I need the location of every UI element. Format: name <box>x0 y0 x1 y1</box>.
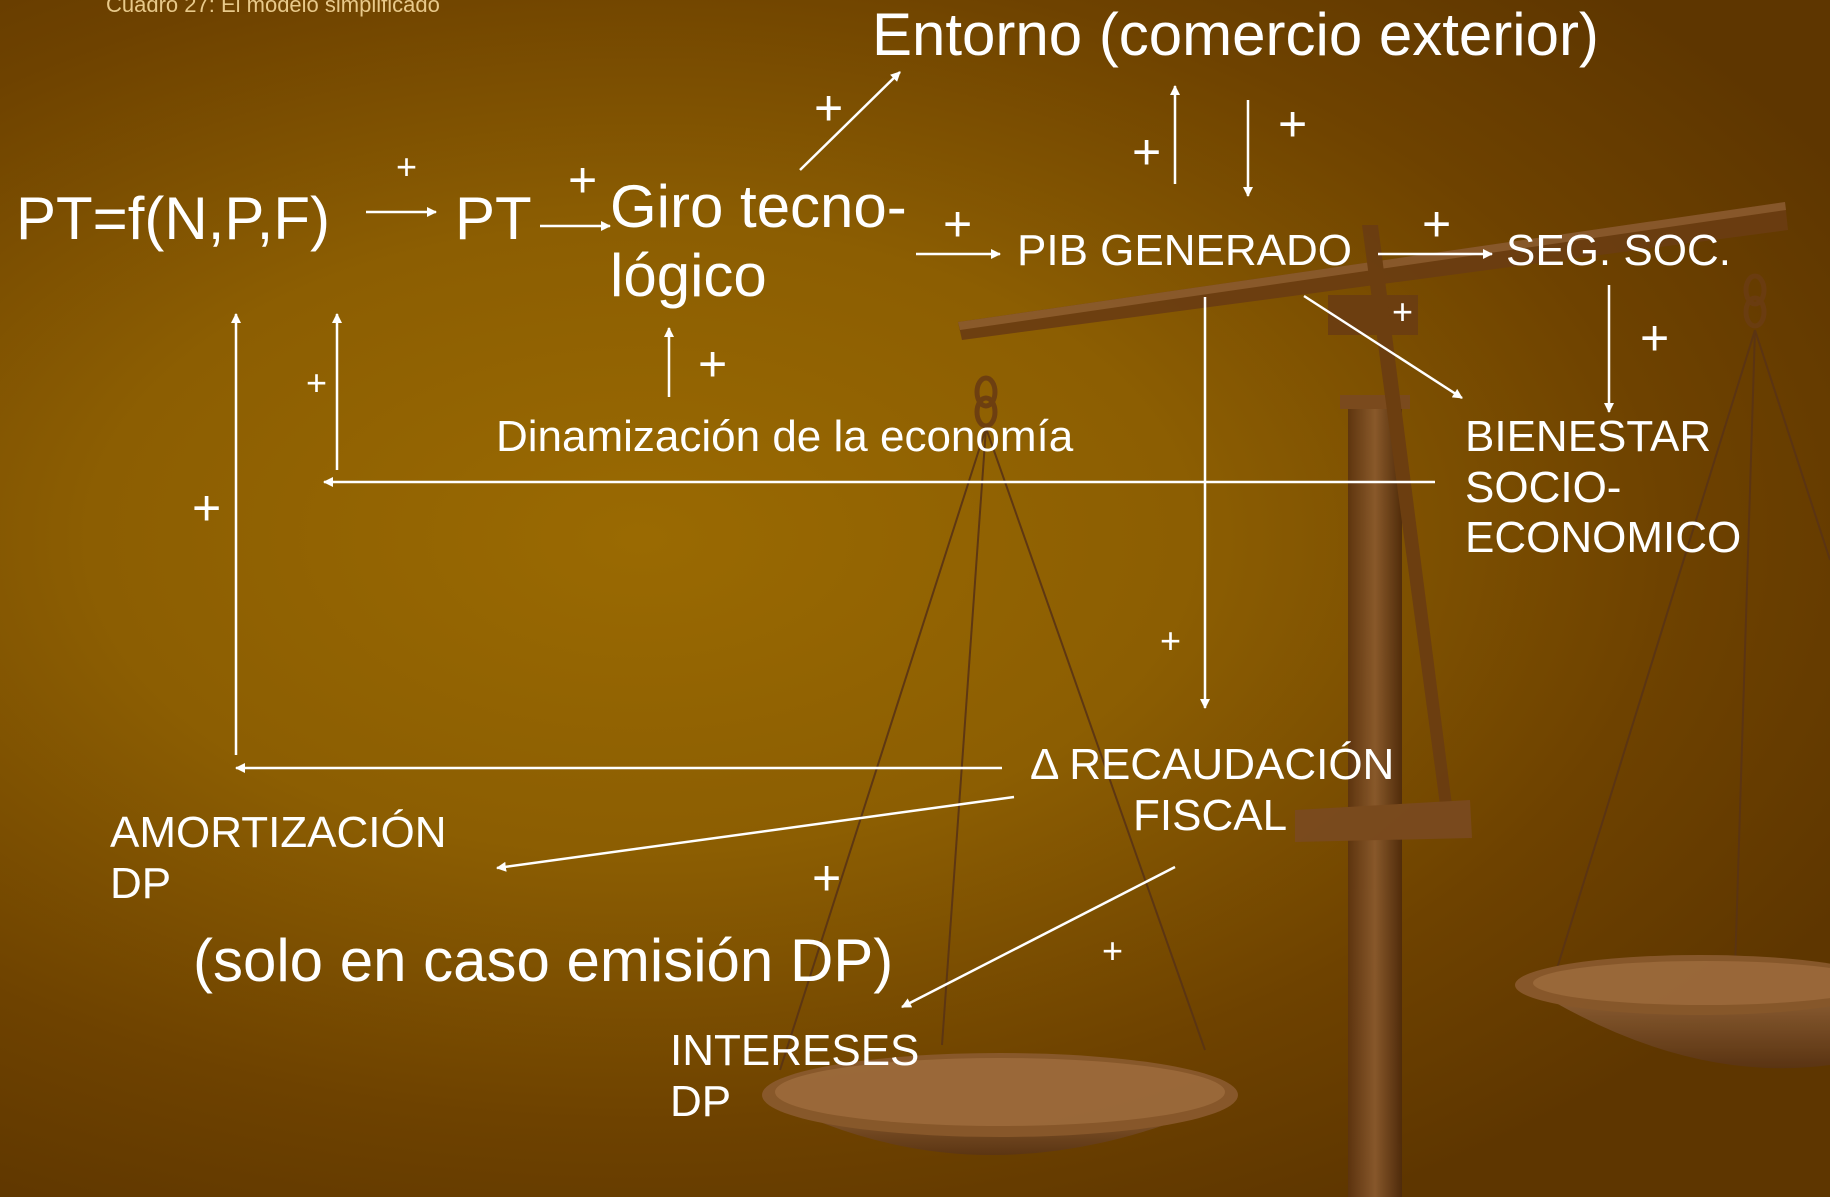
bienestar-line1: BIENESTAR <box>1465 412 1712 461</box>
node-solo-en-caso: (solo en caso emisión DP) <box>193 927 894 994</box>
intereses-line1: INTERESES <box>670 1026 920 1075</box>
plus-sign: + <box>1640 310 1670 366</box>
plus-sign: + <box>1422 196 1452 252</box>
plus-sign: + <box>568 152 598 208</box>
plus-sign: + <box>306 362 328 403</box>
plus-sign: + <box>1392 291 1414 332</box>
recaudacion-line2: FISCAL <box>1133 790 1288 840</box>
node-giro-tecnologico: Giro tecno- lógico <box>610 172 907 310</box>
node-pt: PT <box>455 185 532 252</box>
node-recaudacion-fiscal: Δ RECAUDACIÓN FISCAL <box>1030 740 1394 841</box>
plus-sign: + <box>943 196 973 252</box>
plus-sign: + <box>1278 96 1308 152</box>
giro-line1: Giro tecno- <box>610 173 907 240</box>
slide-caption: Cuadro 27: El modelo simplificado <box>106 0 440 17</box>
plus-sign: + <box>396 146 418 187</box>
plus-sign: + <box>1132 124 1162 180</box>
node-pt-formula: PT=f(N,P,F) <box>16 185 330 252</box>
giro-line2: lógico <box>610 242 767 309</box>
recaudacion-line1: Δ RECAUDACIÓN <box>1030 740 1395 789</box>
amortizacion-line1: AMORTIZACIÓN <box>110 808 447 857</box>
bienestar-line3: ECONOMICO <box>1465 513 1742 563</box>
node-bienestar: BIENESTAR SOCIO- ECONOMICO <box>1465 412 1741 564</box>
plus-sign: + <box>1102 930 1124 971</box>
arrow-giro-to-entorno <box>799 71 901 171</box>
node-dinamizacion: Dinamización de la economía <box>496 412 1074 461</box>
arrow-pib-to-bienestar <box>1303 294 1463 400</box>
plus-sign: + <box>814 80 844 136</box>
bienestar-line2: SOCIO- <box>1465 462 1622 512</box>
node-intereses: INTERESES DP <box>670 1026 919 1127</box>
plus-sign: + <box>192 480 222 536</box>
intereses-line2: DP <box>670 1076 732 1126</box>
plus-sign: + <box>812 850 842 906</box>
amortizacion-line2: DP <box>110 858 172 908</box>
node-entorno: Entorno (comercio exterior) <box>872 1 1599 68</box>
arrow-recaudacion-to-amortizacion <box>496 795 1015 872</box>
node-seg-soc: SEG. SOC. <box>1506 226 1731 275</box>
plus-sign: + <box>1160 620 1182 661</box>
node-amortizacion: AMORTIZACIÓN DP <box>110 808 447 909</box>
arrow-recaudacion-to-intereses <box>901 865 1176 1009</box>
plus-sign: + <box>698 336 728 392</box>
node-pib-generado: PIB GENERADO <box>1017 226 1352 275</box>
